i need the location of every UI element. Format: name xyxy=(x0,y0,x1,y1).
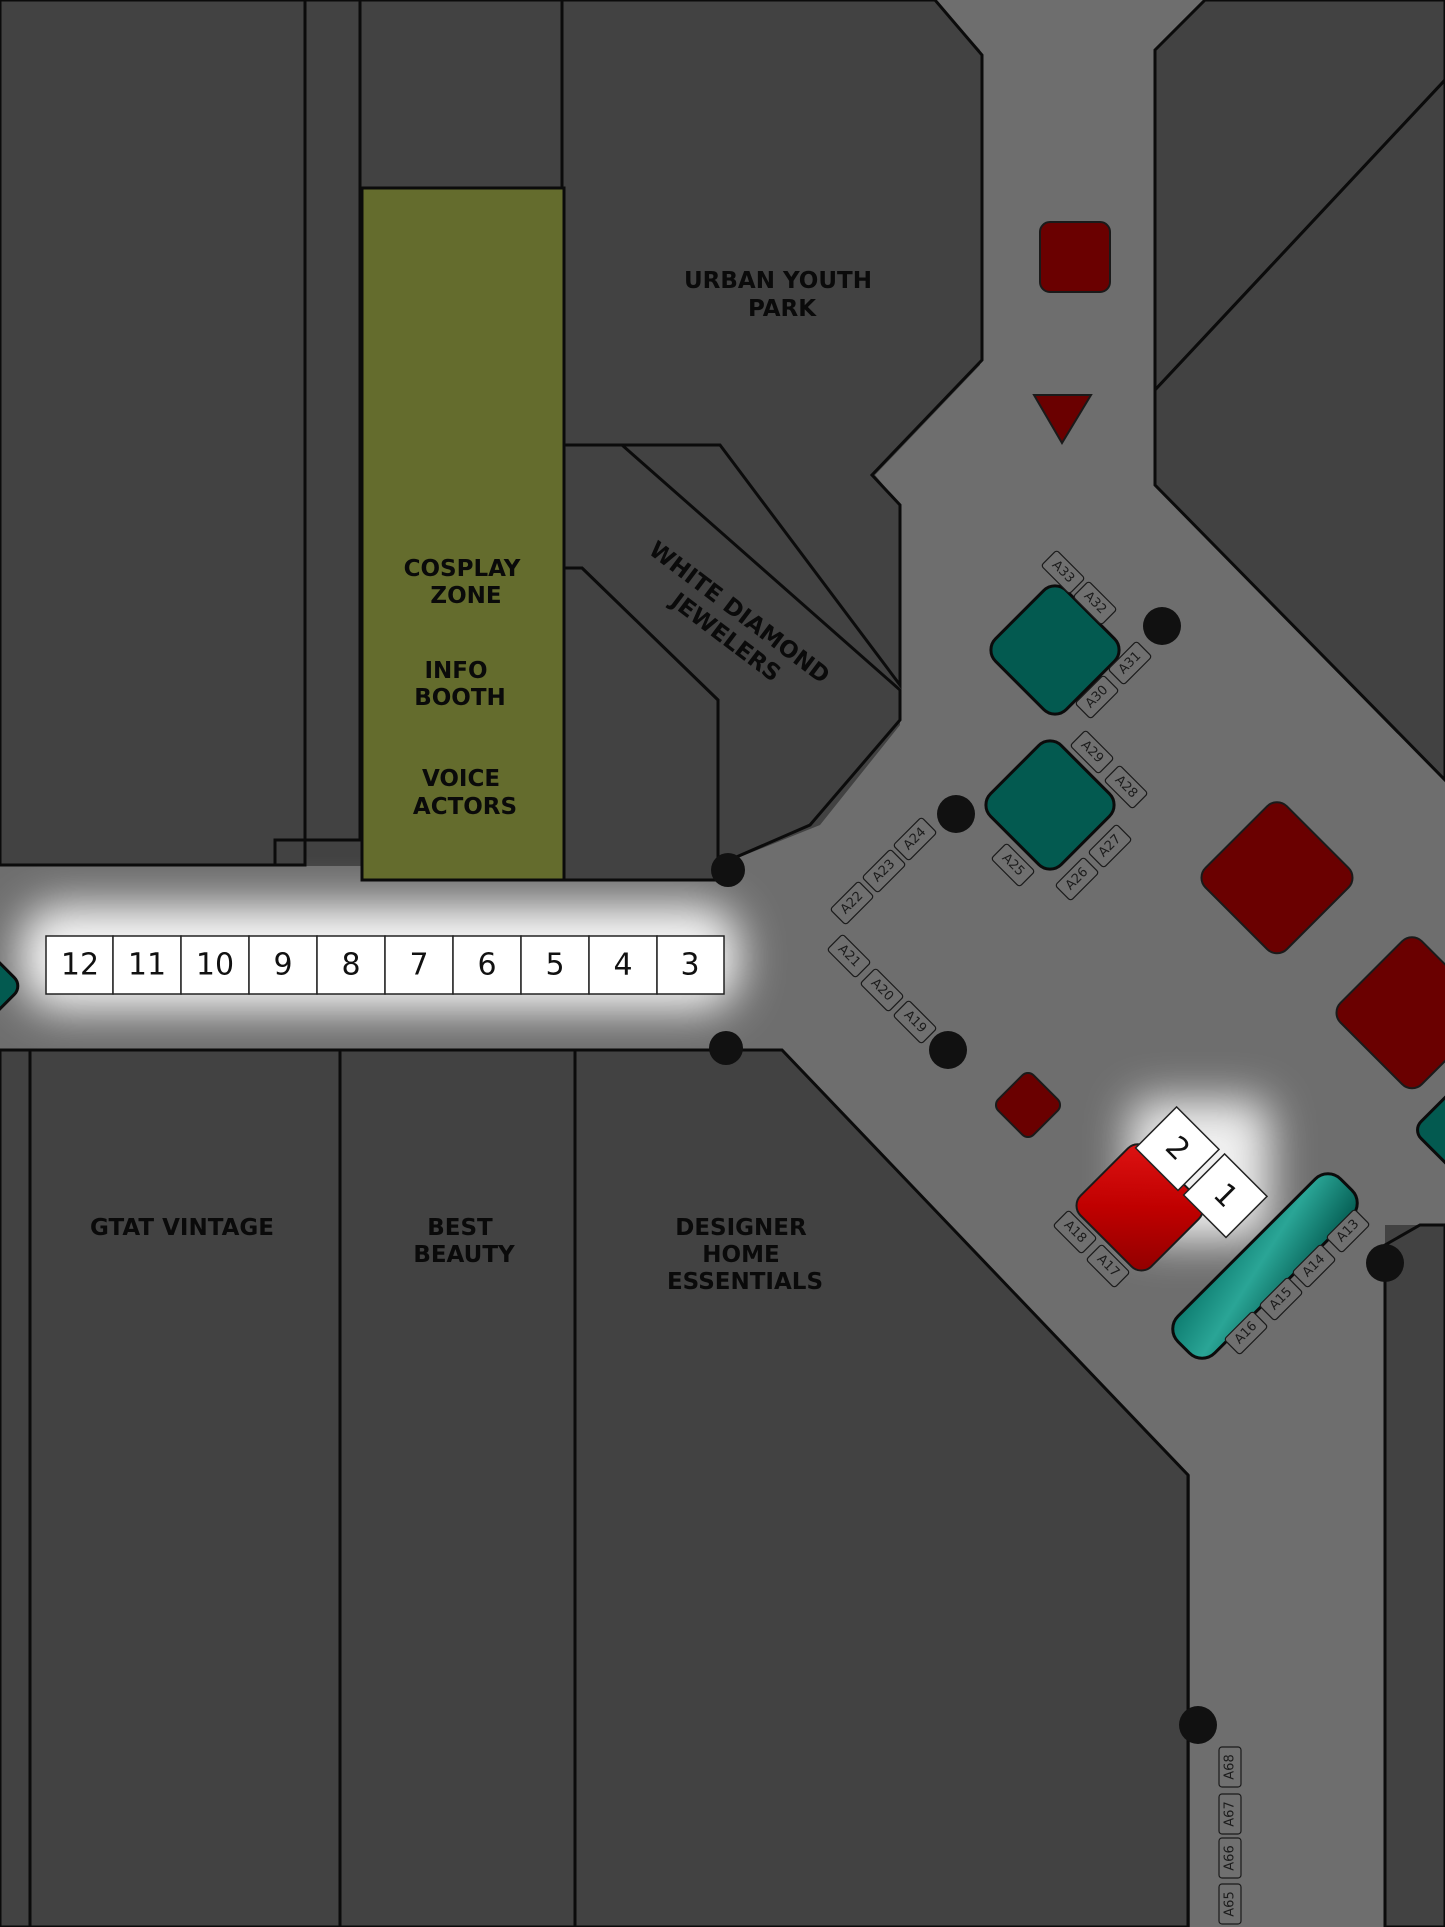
svg-text:9: 9 xyxy=(273,948,292,983)
booth-6[interactable]: 6 xyxy=(452,935,522,995)
svg-text:11: 11 xyxy=(128,948,166,983)
urban-youth-park-label[interactable]: URBAN YOUTH PARK xyxy=(684,268,880,322)
booth-10[interactable]: 10 xyxy=(180,935,250,995)
kiosks-maroon[interactable] xyxy=(993,221,1445,1140)
tag-a68[interactable]: A68 xyxy=(1218,1746,1242,1788)
booth-12[interactable]: 12 xyxy=(45,935,114,995)
booth-4[interactable]: 4 xyxy=(588,935,658,995)
designer-home-essentials-label[interactable]: DESIGNER HOME ESSENTIALS xyxy=(667,1215,823,1295)
tag-a66[interactable]: A66 xyxy=(1218,1837,1242,1879)
tag-a65[interactable]: A65 xyxy=(1218,1883,1242,1925)
svg-text:A67: A67 xyxy=(1223,1801,1238,1826)
svg-text:8: 8 xyxy=(341,948,360,983)
svg-text:A65: A65 xyxy=(1223,1891,1238,1916)
cosplay-zone-label[interactable]: COSPLAY ZONE xyxy=(404,556,529,609)
svg-text:4: 4 xyxy=(613,948,632,983)
gtat-vintage-label[interactable]: GTAT VINTAGE xyxy=(90,1215,274,1241)
booth-9[interactable]: 9 xyxy=(248,935,318,995)
svg-text:A66: A66 xyxy=(1223,1845,1238,1870)
booth-8[interactable]: 8 xyxy=(316,935,386,995)
pillars xyxy=(709,607,1404,1744)
svg-text:A68: A68 xyxy=(1223,1754,1238,1779)
you-are-here-icon xyxy=(1032,394,1093,445)
booth-5[interactable]: 5 xyxy=(520,935,590,995)
booth-row: 12 11 10 9 8 7 6 5 4 3 xyxy=(45,935,725,995)
booth-7[interactable]: 7 xyxy=(384,935,454,995)
booth-3[interactable]: 3 xyxy=(656,935,725,995)
svg-text:10: 10 xyxy=(196,948,234,983)
tag-a67[interactable]: A67 xyxy=(1218,1793,1242,1835)
kiosks-teal[interactable] xyxy=(0,579,1445,1172)
svg-text:6: 6 xyxy=(477,948,496,983)
cosplay-zone-block[interactable] xyxy=(360,186,566,882)
voice-actors-label[interactable]: VOICE ACTORS xyxy=(413,766,517,820)
svg-text:7: 7 xyxy=(409,948,428,983)
space-tags: A33 A32 A31 A30 A29 A28 A27 A26 A25 A24 … xyxy=(827,550,1370,1925)
booth-11[interactable]: 11 xyxy=(112,935,182,995)
svg-text:5: 5 xyxy=(545,948,564,983)
svg-text:3: 3 xyxy=(680,948,699,983)
kiosk-booths: 2 1 xyxy=(1134,1105,1269,1239)
best-beauty-label[interactable]: BEST BEAUTY xyxy=(413,1215,515,1268)
info-booth-label[interactable]: INFO BOOTH xyxy=(414,658,506,711)
svg-text:12: 12 xyxy=(61,948,99,983)
